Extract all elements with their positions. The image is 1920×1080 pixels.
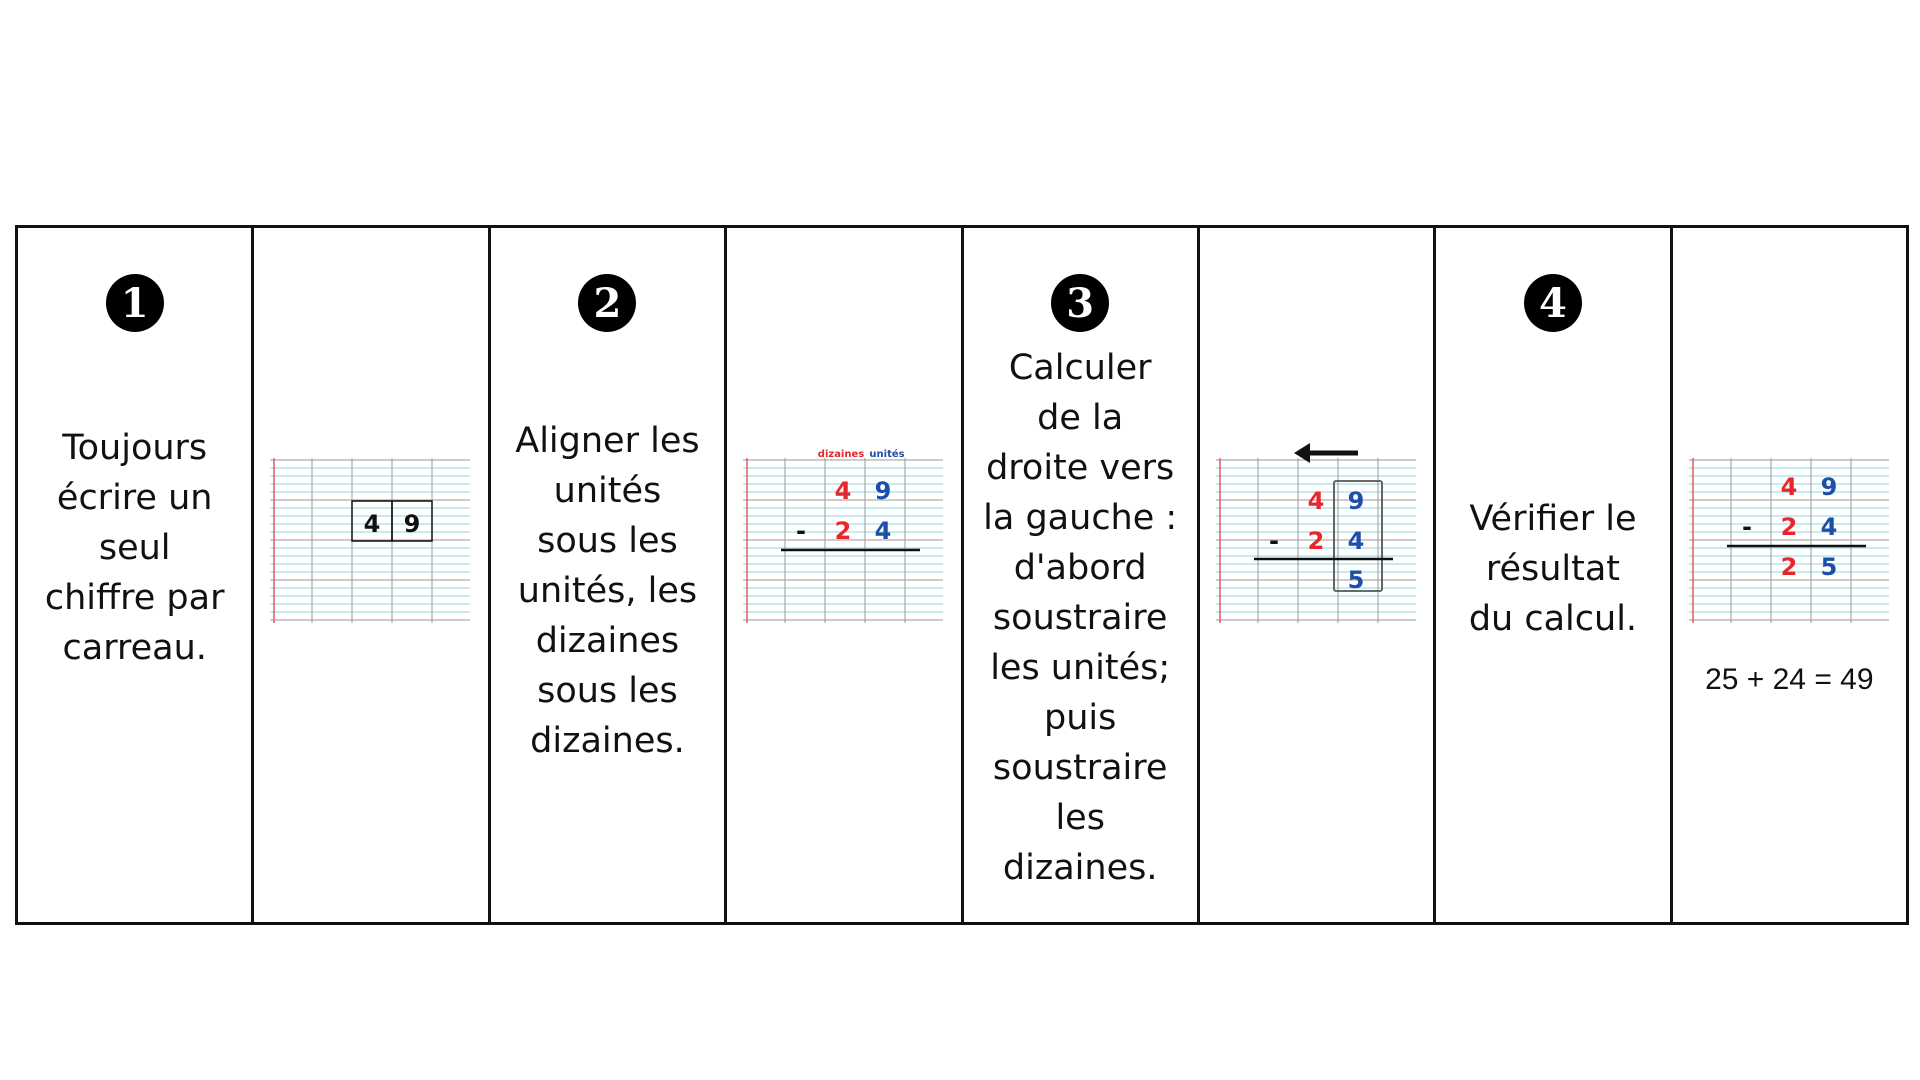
result-units-digit: 5 <box>1348 566 1365 594</box>
step-1-panel: 1 Toujours écrire un seul chiffre par ca… <box>18 228 255 922</box>
step-3-panel: 3 Calculer de la droite vers la gauche :… <box>964 228 1200 922</box>
arrow-left-icon <box>1293 443 1358 463</box>
top-tens-digit: 4 <box>1780 473 1797 501</box>
bottom-tens-digit: 2 <box>1780 513 1797 541</box>
step-4-panel: 4 Vérifier le résultat du calcul. <box>1436 228 1673 922</box>
result-units-digit: 5 <box>1820 553 1837 581</box>
step-2-panel: 2 Aligner les unités sous les unités, le… <box>491 228 728 922</box>
squared-paper-ruling <box>743 458 944 623</box>
minus-sign: - <box>796 517 806 545</box>
step-4-text: Vérifier le résultat du calcul. <box>1468 499 1638 639</box>
step-3-number: 3 <box>1051 274 1110 332</box>
example-4-grid: 4 9 - 2 4 2 5 <box>1688 458 1889 623</box>
instruction-strip: 1 Toujours écrire un seul chiffre par ca… <box>15 225 1909 925</box>
bottom-units-digit: 4 <box>1348 527 1365 555</box>
step-2-text: Aligner les unités sous les unités, les … <box>515 421 700 761</box>
header-unites: unités <box>870 448 905 460</box>
top-units-digit: 9 <box>1348 487 1365 515</box>
step-2-number: 2 <box>578 274 637 332</box>
example-1-panel: 4 9 <box>254 228 491 922</box>
example-3-panel: 4 9 - 2 4 5 <box>1200 228 1437 922</box>
top-tens-digit: 4 <box>835 477 852 505</box>
step-4-number: 4 <box>1523 274 1582 332</box>
verification-equation: 25 + 24 = 49 <box>1705 663 1874 696</box>
step-1-text: Toujours écrire un seul chiffre par carr… <box>44 428 225 668</box>
example-1-grid: 4 9 <box>270 458 471 623</box>
example-4-panel: 4 9 - 2 4 2 5 25 + 24 = 49 <box>1673 228 1906 922</box>
step-1-number: 1 <box>105 274 164 332</box>
example-2-grid: dizaines unités 4 9 - 2 4 <box>743 448 944 623</box>
units-column-highlight <box>1332 480 1383 592</box>
digit-tens: 4 <box>364 510 381 538</box>
minus-sign: - <box>1742 513 1752 541</box>
bottom-units-digit: 4 <box>1820 513 1837 541</box>
top-tens-digit: 4 <box>1308 487 1325 515</box>
top-units-digit: 9 <box>1820 473 1837 501</box>
squared-paper-ruling <box>1688 458 1889 623</box>
result-tens-digit: 2 <box>1780 553 1797 581</box>
example-3-grid: 4 9 - 2 4 5 <box>1215 443 1416 623</box>
squared-paper-ruling <box>270 458 471 623</box>
digit-units: 9 <box>404 510 421 538</box>
header-dizaines: dizaines <box>818 449 864 460</box>
step-3-text: Calculer de la droite vers la gauche : d… <box>983 348 1178 888</box>
bottom-tens-digit: 2 <box>1308 527 1325 555</box>
top-units-digit: 9 <box>875 477 892 505</box>
units-box <box>391 500 434 542</box>
minus-sign: - <box>1269 527 1279 555</box>
example-2-panel: dizaines unités 4 9 - 2 4 <box>727 228 964 922</box>
bottom-tens-digit: 2 <box>835 517 852 545</box>
bottom-units-digit: 4 <box>875 517 892 545</box>
